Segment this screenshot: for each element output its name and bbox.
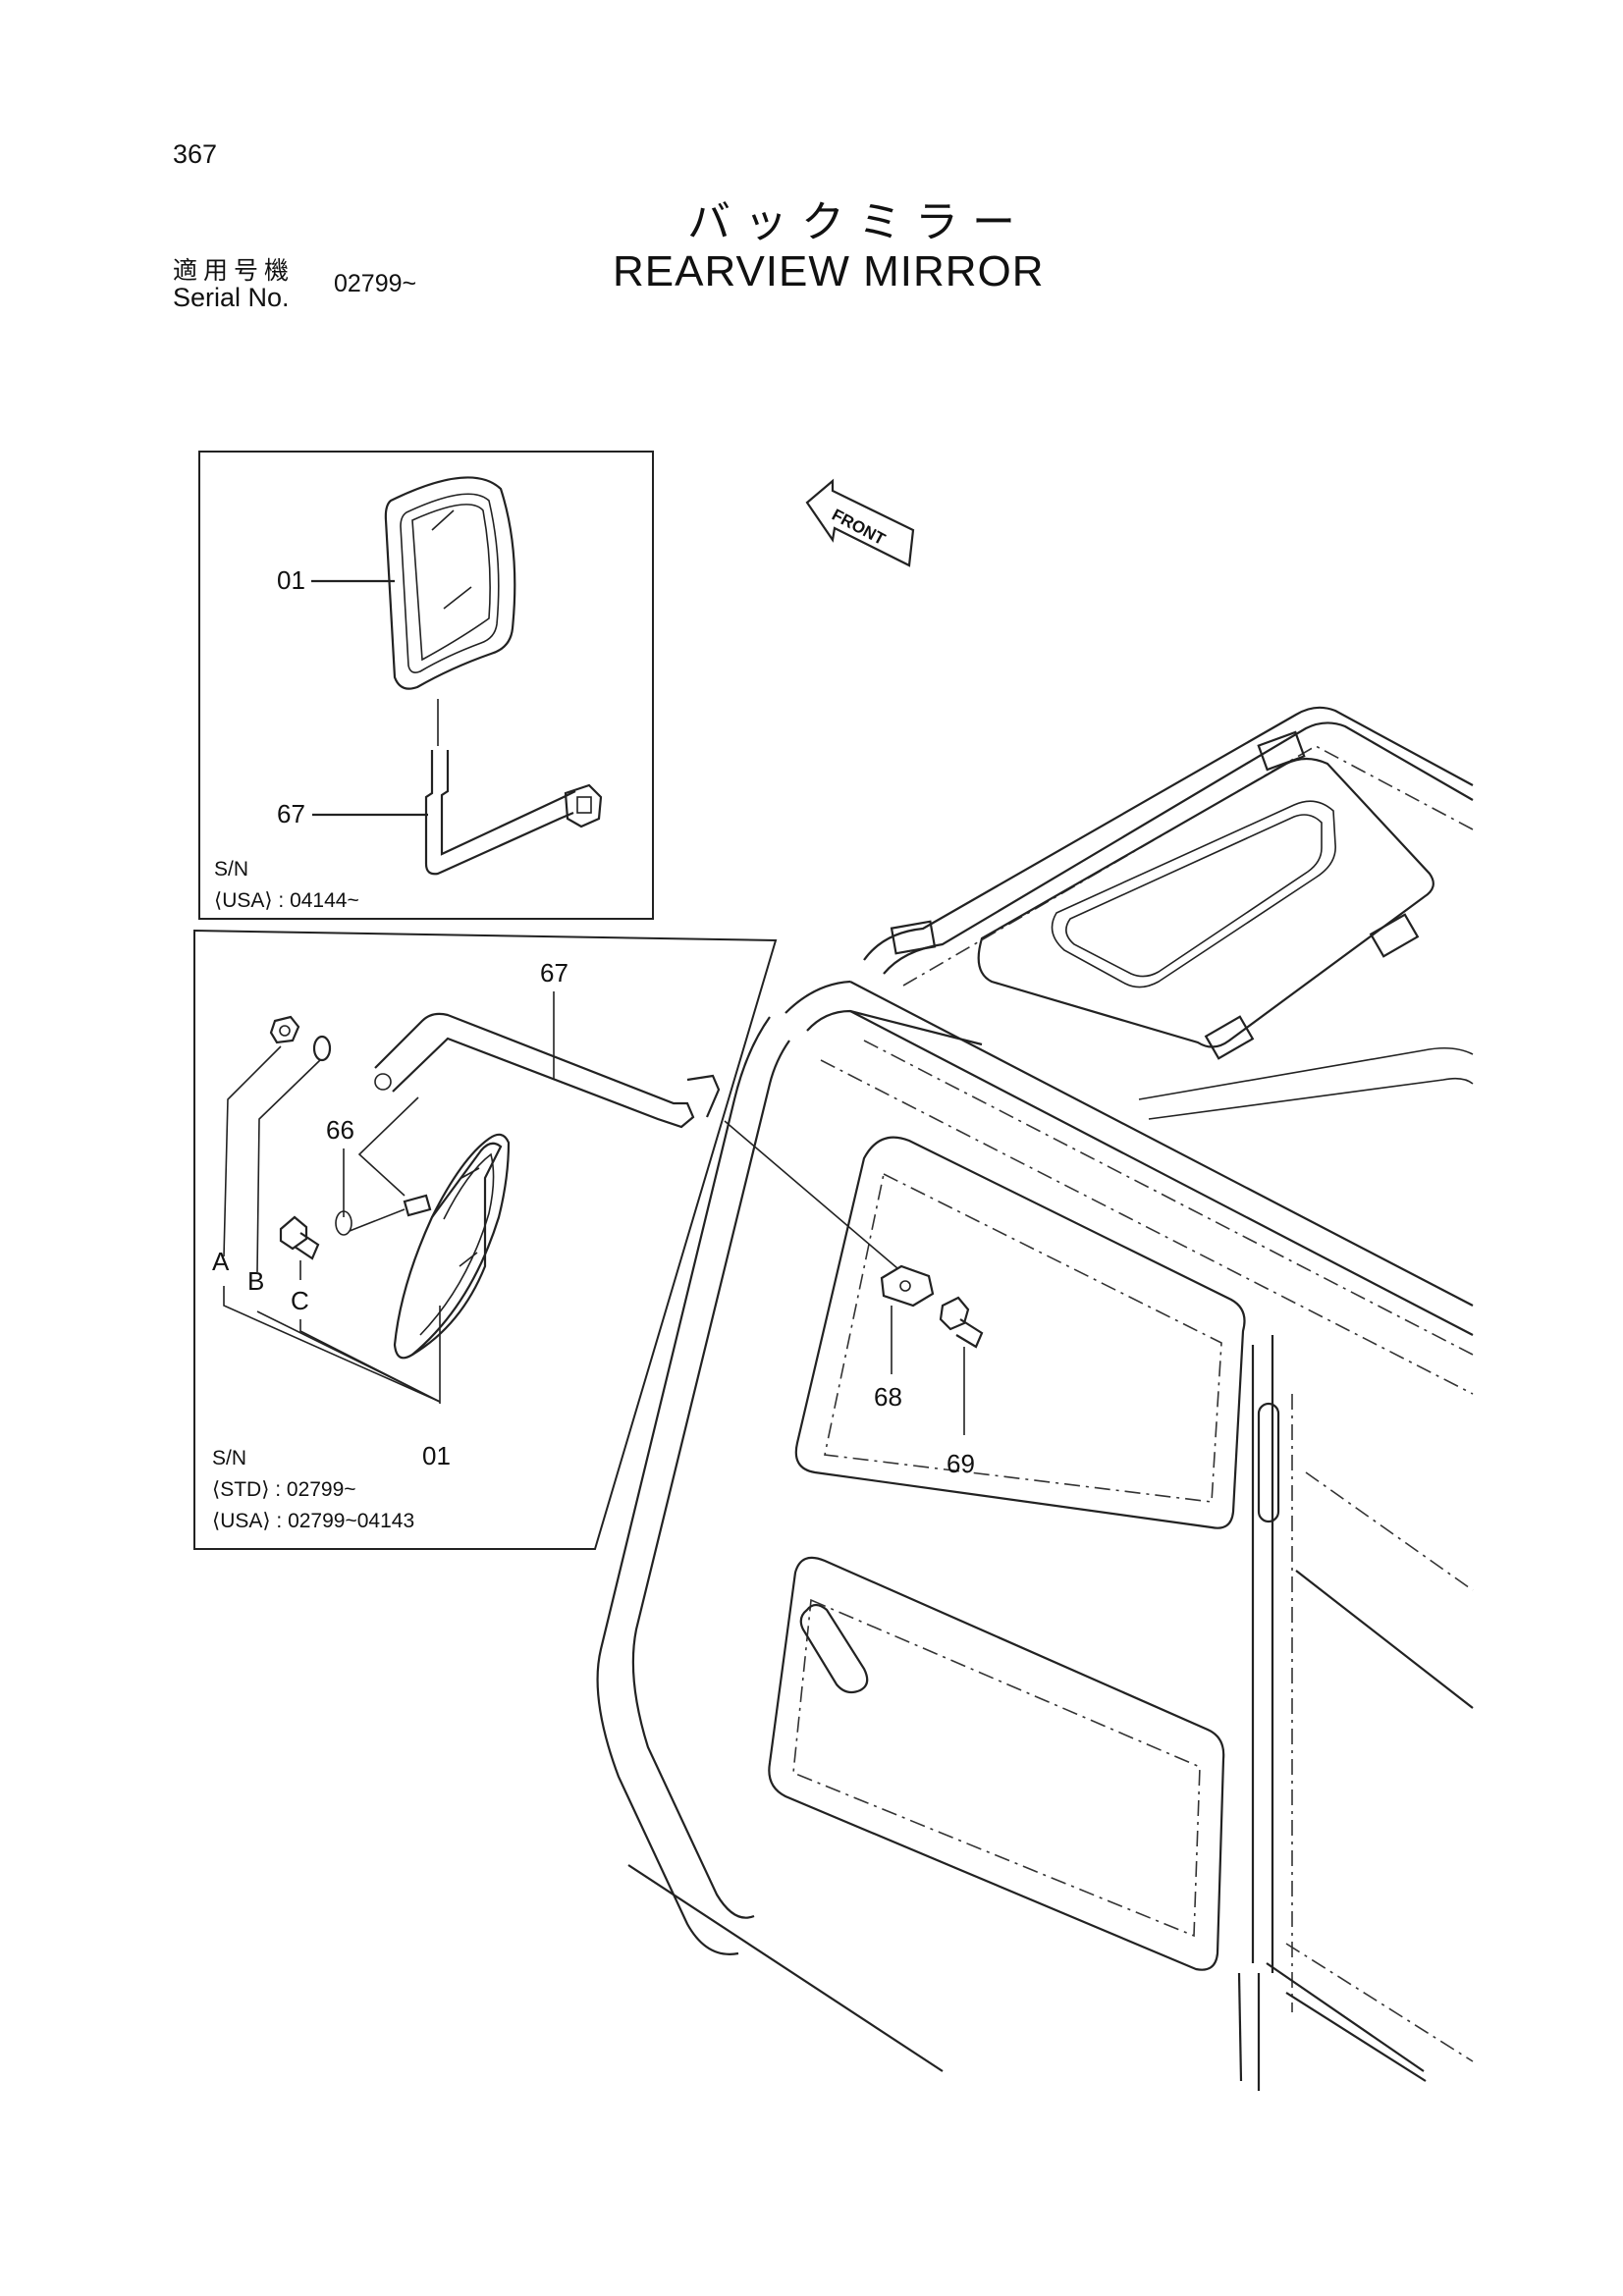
serial-number-value: 02799~ xyxy=(334,270,417,297)
serial-label-english: Serial No. xyxy=(173,283,290,312)
lower-sn-label: S/N xyxy=(212,1447,246,1469)
washer-icon xyxy=(312,1035,332,1062)
title-english: REARVIEW MIRROR xyxy=(613,247,1045,295)
part-label-68: 68 xyxy=(874,1382,902,1412)
hardware-letter-a: A xyxy=(212,1247,230,1276)
part-label-67-lower: 67 xyxy=(540,958,568,988)
part-label-67-upper: 67 xyxy=(277,799,305,828)
upper-inset: 01 67 S/N ⟨USA⟩ : 04144~ xyxy=(198,451,654,920)
pivot-screw-icon xyxy=(335,1194,432,1236)
upper-sn-usa: ⟨USA⟩ : 04144~ xyxy=(214,889,359,912)
lower-inset: 67 A B C xyxy=(193,929,778,1550)
upper-sn-label: S/N xyxy=(214,858,248,881)
bolt-icon xyxy=(939,1296,984,1349)
lower-sn-std: ⟨STD⟩ : 02799~ xyxy=(212,1478,356,1501)
page-number: 367 xyxy=(173,139,218,169)
serial-label-japanese: 適用号機 xyxy=(173,256,296,285)
mirror-icon xyxy=(384,476,516,690)
part-label-66: 66 xyxy=(326,1115,354,1145)
title-japanese: バックミラー xyxy=(687,197,1029,247)
part-label-01-upper: 01 xyxy=(277,565,305,595)
cab-frame-drawing xyxy=(596,706,1474,2091)
part-label-69: 69 xyxy=(947,1449,975,1478)
lower-sn-usa: ⟨USA⟩ : 02799~04143 xyxy=(212,1510,414,1532)
mirror-arm-icon xyxy=(424,750,603,876)
front-label: FRONT xyxy=(829,506,889,550)
nut-icon xyxy=(269,1015,300,1044)
hardware-letter-c: C xyxy=(291,1286,309,1315)
hardware-letter-b: B xyxy=(247,1266,264,1296)
front-arrow-icon: FRONT xyxy=(805,478,915,567)
part-label-01-lower: 01 xyxy=(422,1441,451,1470)
mirror-arm-icon xyxy=(374,1012,721,1129)
mirror-bracket-icon xyxy=(880,1264,935,1308)
mirror-icon xyxy=(393,1133,511,1360)
bolt-icon xyxy=(279,1215,320,1260)
